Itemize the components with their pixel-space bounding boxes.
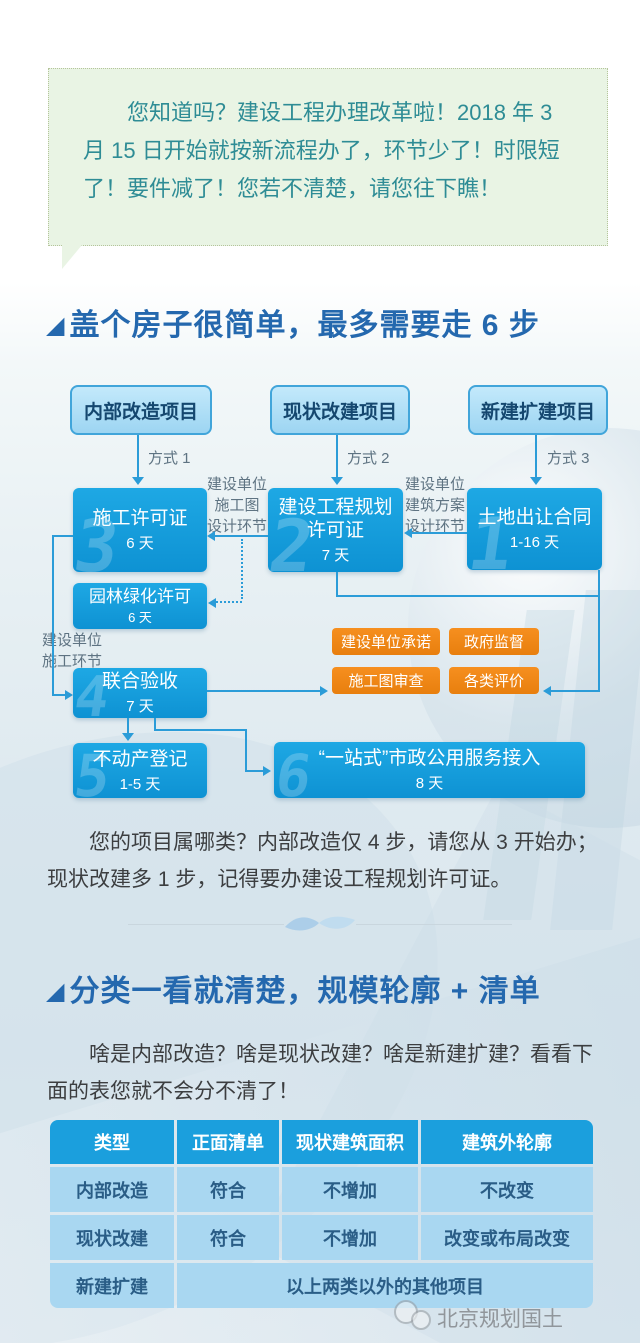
connector-line [550,690,598,692]
arrowhead [263,766,271,776]
flow-step-construction-permit: 3 施工许可证 6 天 [73,488,207,572]
table-cell: 不改变 [421,1167,593,1212]
table-header-existing-area: 现状建筑面积 [282,1120,418,1164]
table-cell: 新建扩建 [50,1263,174,1308]
connector-line [412,532,467,534]
note-construction-stage: 建设单位 施工环节 [42,632,103,670]
table-cell: 现状改建 [50,1215,174,1260]
dotted-connector [216,601,242,603]
brand-name: 北京规划国土 [437,1308,563,1331]
triangle-marker-icon: ◢ [46,312,66,339]
table-cell: 改变或布局改变 [421,1215,593,1260]
connector-line [535,435,537,478]
table-cell: 符合 [177,1167,279,1212]
connector-line [52,535,73,537]
arrowhead [530,477,542,485]
connector-line [336,572,338,597]
flow-step-land-transfer-contract: 1 土地出让合同 1-16 天 [467,488,602,570]
table-header-positive-list: 正面清单 [177,1120,279,1164]
arrowhead [543,686,551,696]
flow-box-new-expansion-project: 新建扩建项目 [468,385,608,435]
tag-government-supervision: 政府监督 [449,628,539,655]
table-header-outline: 建筑外轮廓 [421,1120,593,1164]
connector-line [154,729,247,731]
wave-divider-icon [285,916,355,931]
connector-line [598,570,600,692]
arrowhead [132,477,144,485]
connector-line [52,535,54,696]
table-cell: 符合 [177,1215,279,1260]
tag-drawing-review: 施工图审查 [332,667,440,694]
divider-line-right [356,924,512,925]
table-cell: 内部改造 [50,1167,174,1212]
intro-speech-bubble: 您知道吗？建设工程办理改革啦！2018 年 3 月 15 日开始就按新流程办了，… [48,68,608,246]
connector-line [336,595,600,597]
explanation-paragraph-1: 您的项目属哪类？内部改造仅 4 步，请您从 3 开始办；现状改建多 1 步，记得… [47,831,598,891]
connector-line [127,718,129,735]
arrowhead [320,686,328,696]
table-cell: 不增加 [282,1167,418,1212]
connector-line [207,690,322,692]
note-design-stage-drawing: 建设单位 施工图 设计环节 [206,476,267,535]
flow-step-planning-permit: 2 建设工程规划许可证 7 天 [268,488,403,572]
intro-bubble-text: 您知道吗？建设工程办理改革啦！2018 年 3 月 15 日开始就按新流程办了，… [83,100,560,201]
flow-step-one-stop-municipal-services: 6 “一站式”市政公用服务接入 8 天 [274,742,585,798]
connector-line [245,770,266,772]
flow-box-current-rebuild-project: 现状改建项目 [270,385,410,435]
connector-line [245,729,247,772]
arrowhead [207,531,215,541]
section-2-title: ◢分类一看就清楚，规模轮廓 + 清单 [46,975,541,1008]
dotted-connector [241,539,243,599]
arrowhead [65,690,73,700]
explanation-paragraph-2: 啥是内部改造？啥是现状改建？啥是新建扩建？看看下面的表您就不会分不清了！ [47,1043,593,1103]
connector-line [154,718,156,731]
mode-label-1: 方式 1 [148,450,191,467]
arrowhead [331,477,343,485]
note-design-stage-scheme: 建设单位 建筑方案 设计环节 [404,476,465,535]
arrowhead [122,733,134,741]
connector-line [52,694,66,696]
tag-builder-commitment: 建设单位承诺 [332,628,440,655]
flow-box-landscaping-permit: 园林绿化许可 6 天 [73,583,207,629]
table-header-type: 类型 [50,1120,174,1164]
connector-line [336,435,338,478]
classification-table: 类型 正面清单 现状建筑面积 建筑外轮廓 内部改造 符合 不增加 不改变 现状改… [50,1120,593,1308]
table-cell-merged: 以上两类以外的其他项目 [177,1263,593,1308]
connector-line [215,535,268,537]
triangle-marker-icon: ◢ [46,978,66,1005]
arrowhead [208,598,216,608]
flow-step-joint-acceptance: 4 联合验收 7 天 [73,668,207,718]
speech-bubble-tail [62,245,82,269]
divider-line-left [128,924,284,925]
connector-line [137,435,139,478]
mode-label-2: 方式 2 [347,450,390,467]
arrowhead [404,528,412,538]
tag-assessments: 各类评价 [449,667,539,694]
flow-step-real-estate-registration: 5 不动产登记 1-5 天 [73,743,207,798]
mode-label-3: 方式 3 [547,450,590,467]
flow-box-internal-renovation-project: 内部改造项目 [70,385,212,435]
table-cell: 不增加 [282,1215,418,1260]
brand-logo-icon [394,1300,431,1330]
section-1-title: ◢盖个房子很简单，最多需要走 6 步 [46,309,540,342]
